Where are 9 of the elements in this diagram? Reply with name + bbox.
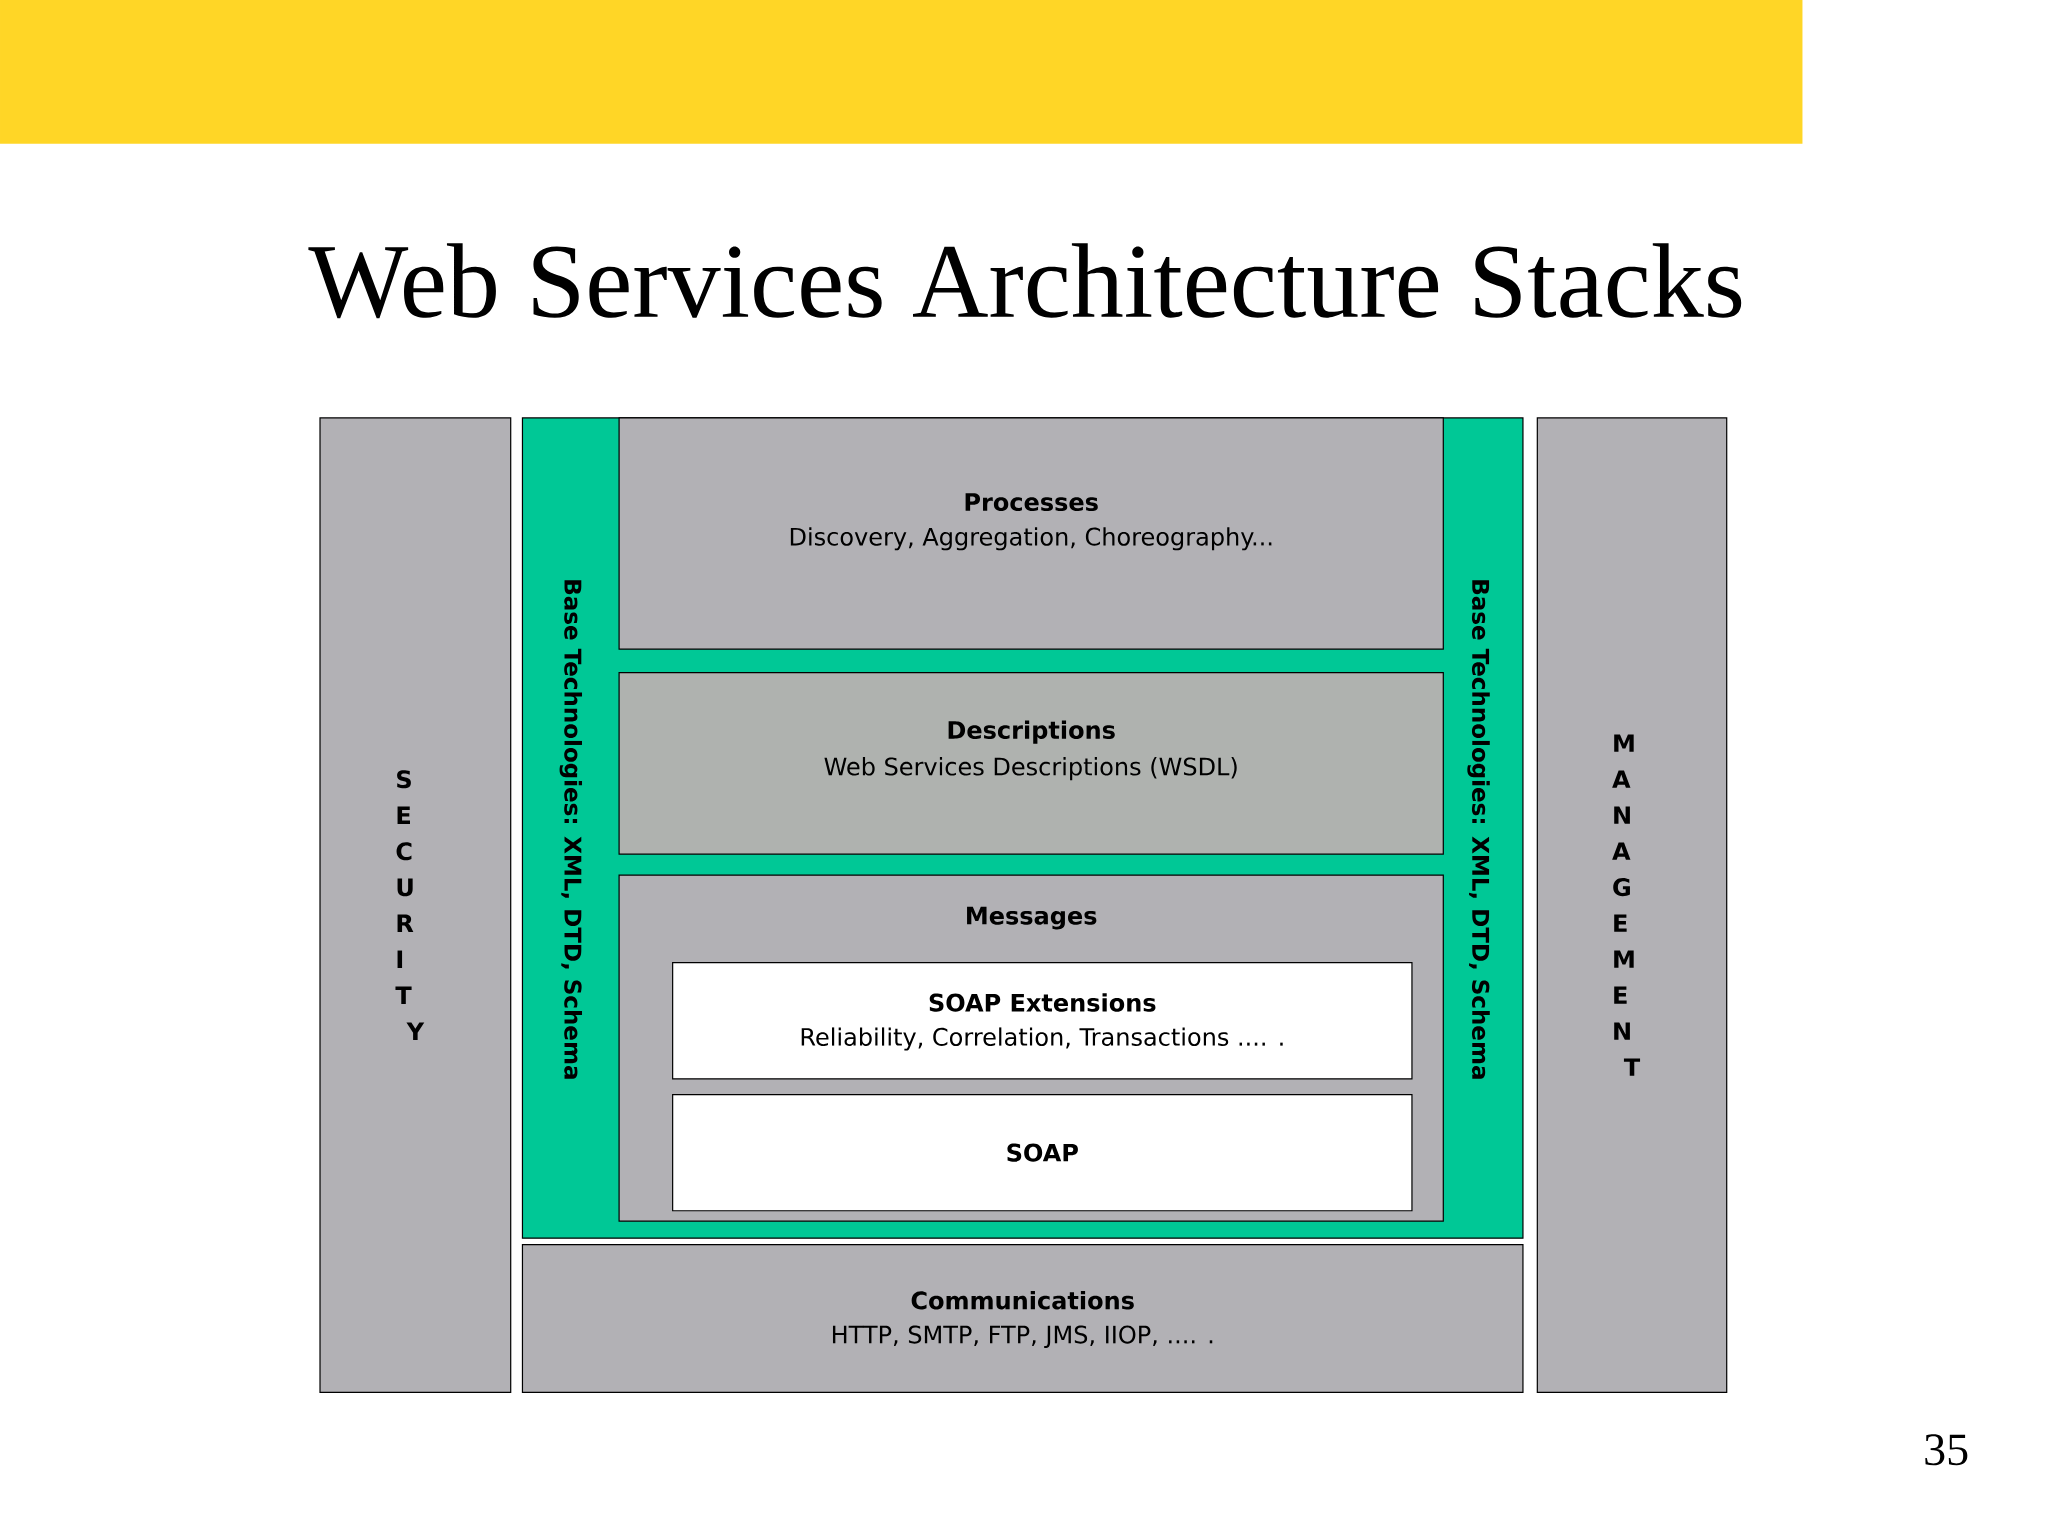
management-column: MANAGEMENT [1536, 417, 1728, 1393]
soap-box: SOAP [672, 1093, 1413, 1212]
title: Web Services Architecture Stacks [308, 243, 1742, 319]
communications-layer: Communications HTTP, SMTP, FTP, JMS, IIOP, .... . [521, 1244, 1524, 1393]
descriptions-layer: Descriptions Web Services Descriptions (WSDL) [618, 672, 1444, 855]
soap-extensions-box: SOAP Extensions Reliability, Correlation, Transactions .... . [672, 962, 1413, 1080]
page-number: 35 [1925, 1434, 1968, 1466]
security-column: SECURITY [319, 417, 512, 1393]
processes-layer: Processes Discovery, Aggregation, Choreography... [618, 417, 1444, 650]
